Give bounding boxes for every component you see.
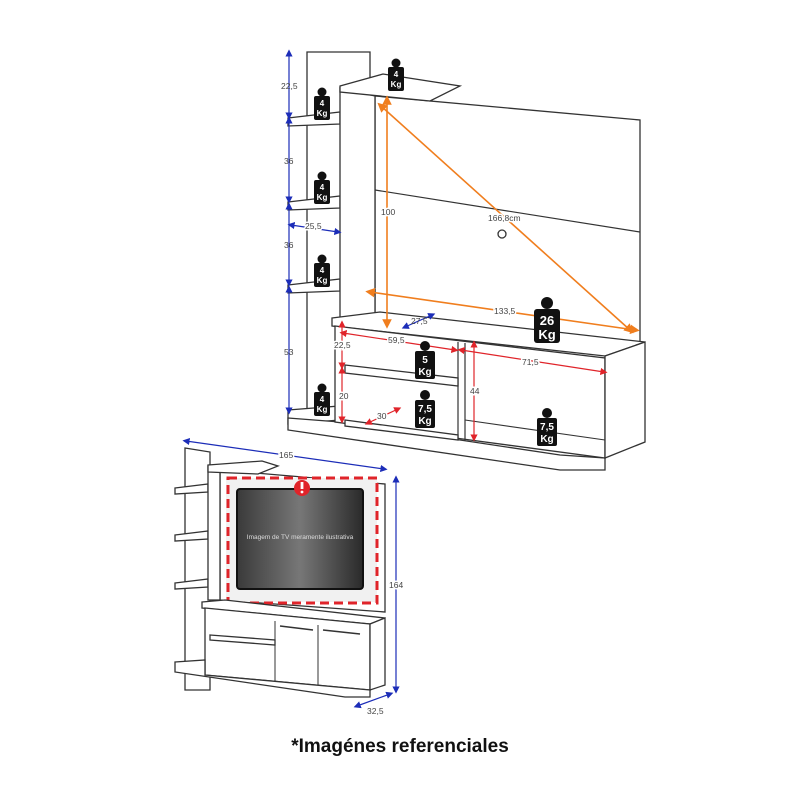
weight-badge-niche-shelf: 5Kg: [415, 341, 435, 379]
svg-text:7,5: 7,5: [540, 422, 554, 433]
svg-text:4: 4: [320, 183, 325, 192]
top-view-drawing: 22,5 36 36 53 25,5 27,5 100 166,8cm 133,…: [281, 49, 646, 471]
svg-text:Kg: Kg: [317, 276, 328, 285]
weight-badge-compartment: 7,5Kg: [537, 408, 557, 446]
weight-badge-tower-shelf-1: 4Kg: [314, 87, 330, 120]
svg-text:Kg: Kg: [317, 405, 328, 414]
svg-text:Kg: Kg: [391, 80, 402, 89]
weight-badge-tower-shelf-3: 4Kg: [314, 254, 330, 287]
tower-shelf: [174, 483, 209, 495]
dim-tower-bottom: 53: [284, 347, 294, 357]
bottom-view-drawing: Imagem de TV meramente ilustrativa 165 1…: [174, 437, 405, 716]
inner-shelf: [209, 634, 276, 646]
dim-tower-top: 22,5: [281, 81, 298, 91]
svg-text:26: 26: [540, 313, 554, 328]
warning-icon: [294, 480, 310, 496]
svg-text:Kg: Kg: [317, 193, 328, 202]
door-handle: [279, 625, 314, 631]
svg-text:Kg: Kg: [418, 416, 431, 427]
dim-niche-top-height: 22,5: [334, 340, 351, 350]
dim-tower-depth: 25,5: [305, 221, 322, 231]
dim-niche-depth: 30: [377, 411, 387, 421]
cabinet-side: [369, 617, 386, 691]
svg-text:4: 4: [320, 99, 325, 108]
dim-niche-width: 59,5: [388, 335, 405, 345]
svg-text:4: 4: [320, 395, 325, 404]
inner-base: [344, 419, 459, 441]
dim-tower-shelf-2: 36: [284, 240, 294, 250]
cabinet-side: [604, 341, 646, 459]
dim-niche-bottom-height: 20: [339, 391, 349, 401]
side-panel: [339, 87, 376, 321]
dim-diagonal: 166,8cm: [488, 213, 521, 223]
door-handle: [322, 629, 361, 635]
weight-badge-top-shelf: 4Kg: [388, 58, 404, 91]
weight-badge-tower-shelf-2: 4Kg: [314, 171, 330, 204]
svg-text:4: 4: [320, 266, 325, 275]
dim-compartment-height: 44: [470, 386, 480, 396]
dim-cabinet-depth: 27,5: [411, 316, 428, 326]
tv-note: Imagem de TV meramente ilustrativa: [247, 534, 354, 541]
svg-text:Kg: Kg: [538, 327, 555, 342]
top-shelf: [207, 460, 280, 475]
dim-compartment-width: 71,5: [522, 357, 539, 367]
dim-tower-shelf-1: 36: [284, 156, 294, 166]
dim-total-height: 164: [389, 580, 403, 590]
dim-total-width: 165: [279, 450, 293, 460]
svg-text:Kg: Kg: [317, 109, 328, 118]
dim-panel-height: 100: [381, 207, 395, 217]
side-panel: [207, 465, 221, 601]
svg-text:4: 4: [394, 70, 399, 79]
weight-badge-tower-base: 4Kg: [314, 383, 330, 416]
disclaimer-text: *Imagénes referenciales: [291, 736, 509, 757]
svg-text:7,5: 7,5: [418, 404, 432, 415]
svg-text:Kg: Kg: [540, 434, 553, 445]
svg-text:5: 5: [422, 355, 428, 366]
svg-text:Kg: Kg: [418, 367, 431, 378]
tv-area-outline: [226, 476, 379, 605]
tower-shelf: [174, 578, 209, 590]
tower-shelf: [174, 530, 209, 542]
weight-badge-niche-base: 7,5Kg: [415, 390, 435, 428]
dim-panel-width: 133,5: [494, 306, 516, 316]
dim-total-depth: 32,5: [367, 706, 384, 716]
